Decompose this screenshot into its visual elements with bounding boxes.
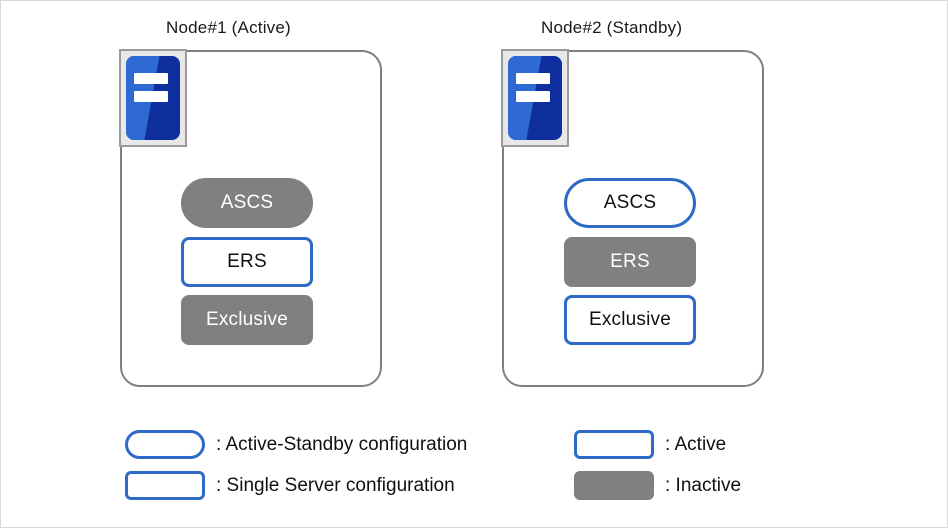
server-icon-bar-bottom <box>515 91 551 103</box>
service-chip-ascs-node1[interactable]: ASCS <box>181 178 313 228</box>
service-chip-label: Exclusive <box>205 309 289 330</box>
legend-swatch-rect-outline <box>125 471 205 500</box>
legend-swatch-active <box>574 430 654 459</box>
server-icon <box>501 49 569 147</box>
service-chip-label: ERS <box>610 251 650 272</box>
legend-label: : Inactive <box>665 474 742 496</box>
legend-label: : Active-Standby configuration <box>216 433 468 455</box>
service-chip-exclusive-node1[interactable]: Exclusive <box>181 295 313 345</box>
server-icon-bar-bottom <box>133 91 169 103</box>
service-chip-ascs-node2[interactable]: ASCS <box>564 178 696 228</box>
legend-label: : Active <box>665 433 727 455</box>
legend-item-active: : Active <box>574 430 726 459</box>
server-icon <box>119 49 187 147</box>
service-chip-label: Exclusive <box>588 309 672 330</box>
service-chip-ers-node1[interactable]: ERS <box>181 237 313 287</box>
node-title-1: Node#1 (Active) <box>166 18 291 37</box>
service-chip-exclusive-node2[interactable]: Exclusive <box>564 295 696 345</box>
node-title-2: Node#2 (Standby) <box>541 18 683 37</box>
server-icon-body <box>508 56 562 140</box>
legend-item-active-standby: : Active-Standby configuration <box>125 430 467 459</box>
legend-swatch-inactive <box>574 471 654 500</box>
service-chip-label: ASCS <box>603 192 657 213</box>
server-icon-body <box>126 56 180 140</box>
legend-item-single-server: : Single Server configuration <box>125 471 455 500</box>
service-chip-ers-node2[interactable]: ERS <box>564 237 696 287</box>
server-icon-bar-top <box>133 72 169 84</box>
service-chip-label: ASCS <box>220 192 274 213</box>
legend-swatch-pill-outline <box>125 430 205 459</box>
legend-item-inactive: : Inactive <box>574 471 741 500</box>
server-icon-bar-top <box>515 72 551 84</box>
service-chip-label: ERS <box>227 251 267 272</box>
legend-label: : Single Server configuration <box>216 474 455 496</box>
